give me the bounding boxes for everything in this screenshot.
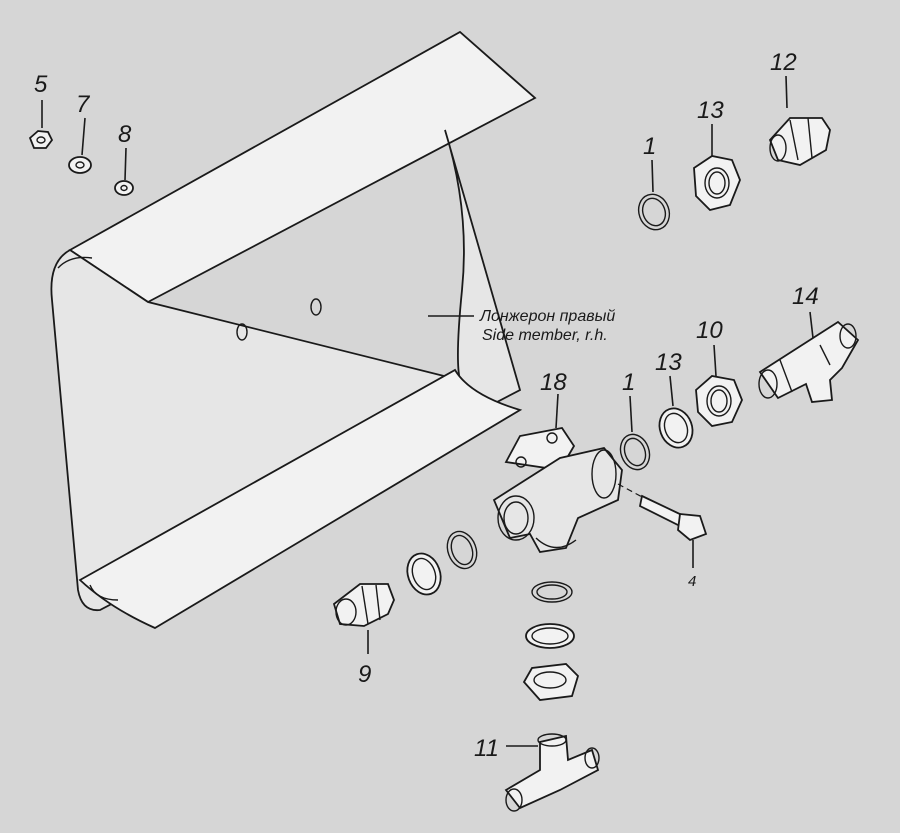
bolt-4	[617, 483, 708, 568]
callout-4: 4	[688, 573, 696, 590]
nut-lower	[522, 663, 580, 701]
tee-14	[758, 311, 860, 403]
callout-1-top: 1	[643, 133, 656, 160]
side-member-channel	[50, 30, 537, 630]
union-9	[332, 583, 395, 654]
callout-1-middle: 1	[622, 369, 635, 396]
union-12	[768, 75, 831, 166]
valve-body-18	[492, 393, 623, 553]
callout-8: 8	[118, 121, 132, 148]
callout-11: 11	[474, 735, 499, 762]
ring-left-outer	[446, 530, 478, 570]
callout-14: 14	[792, 283, 819, 310]
callout-18: 18	[540, 369, 567, 396]
sealing-ring-1-middle	[619, 395, 651, 471]
callout-5: 5	[34, 71, 48, 98]
callout-7: 7	[76, 91, 91, 118]
callout-9: 9	[358, 661, 371, 688]
spring-washer-8	[114, 147, 134, 196]
tee-11	[504, 733, 600, 812]
ring-lower-2	[525, 623, 575, 649]
nut-5	[28, 100, 54, 149]
nut-10	[695, 344, 743, 427]
side-member-label-ru: Лонжерон правый	[479, 308, 615, 325]
callout-12: 12	[770, 49, 797, 76]
nut-13-top	[693, 124, 741, 211]
sealing-ring-1-top	[637, 159, 671, 231]
washer-7	[68, 117, 92, 174]
callout-13-top: 13	[697, 97, 724, 124]
ring-13-middle	[658, 375, 694, 449]
ring-lower-1	[531, 581, 573, 603]
callout-13-middle: 13	[655, 349, 682, 376]
callout-10: 10	[696, 317, 723, 344]
side-member-label-en: Side member, r.h.	[482, 327, 608, 344]
ring-left-inner	[406, 552, 442, 596]
